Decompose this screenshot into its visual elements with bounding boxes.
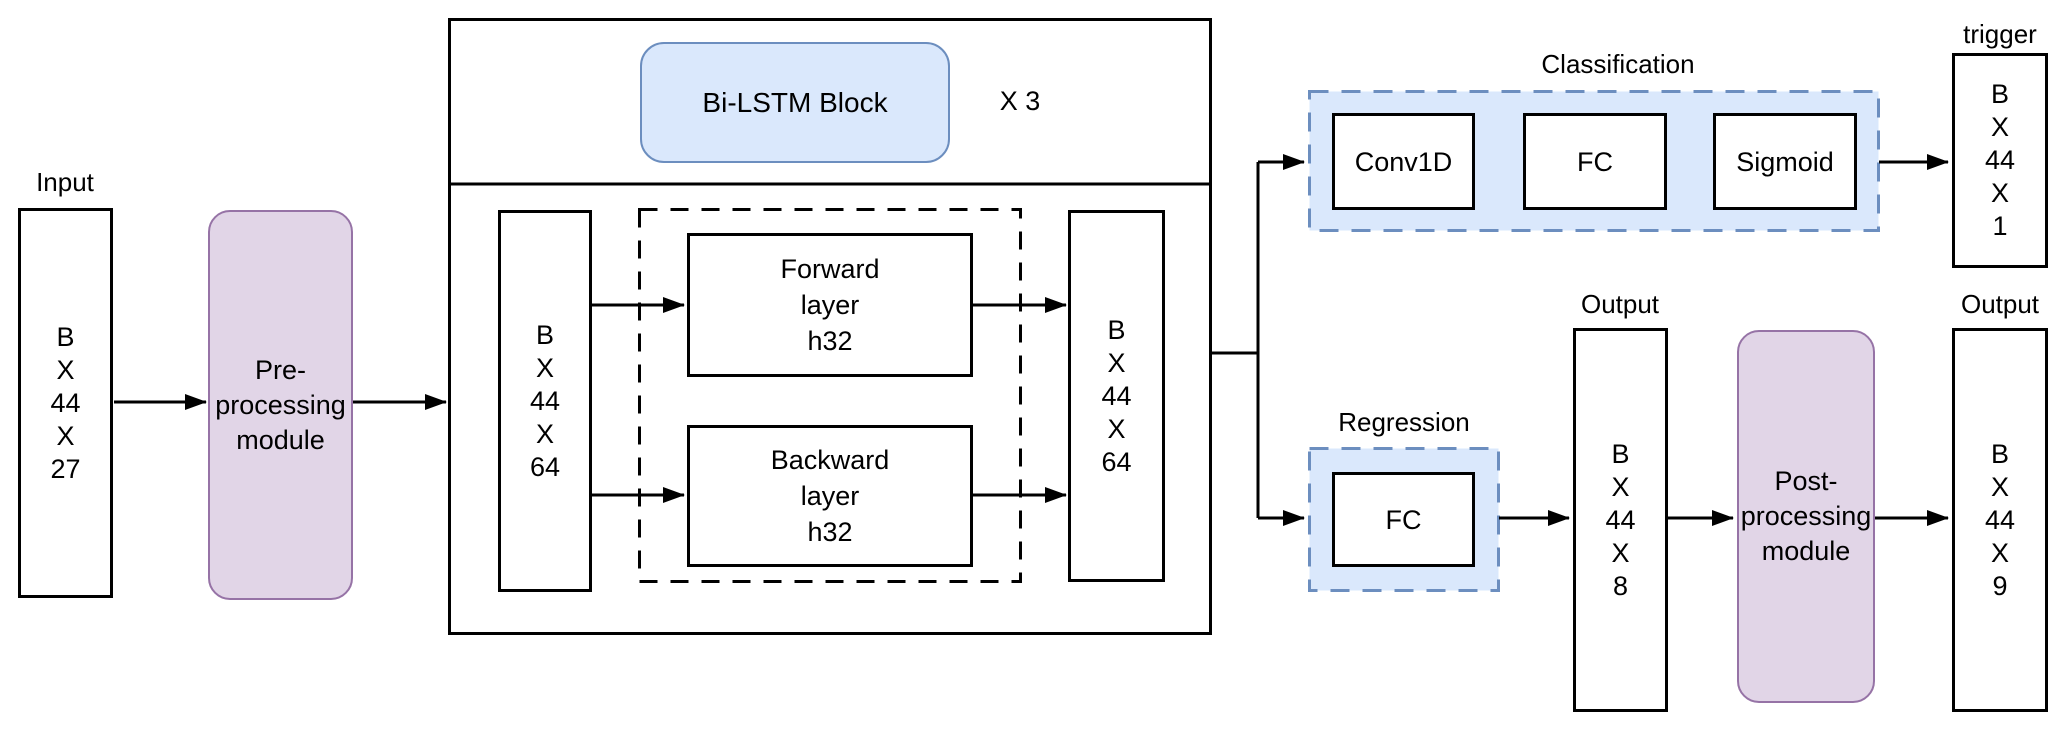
- input-tensor-text: B X 44 X 27: [50, 321, 81, 484]
- postprocessing-module: Post- processing module: [1737, 330, 1875, 703]
- bilstm-container: [448, 18, 1212, 635]
- input-label: Input: [36, 167, 94, 197]
- final-output-tensor-box: B X 44 X 9: [1952, 328, 2048, 712]
- sigmoid-box: Sigmoid: [1713, 113, 1857, 210]
- final-output-tensor-text: B X 44 X 9: [1984, 438, 2016, 601]
- input-tensor-box: B X 44 X 27: [18, 208, 113, 598]
- regression-output-tensor-box: B X 44 X 8: [1573, 328, 1668, 712]
- regression-output-tensor-text: B X 44 X 8: [1605, 438, 1636, 601]
- final-output-label: Output: [1960, 289, 2040, 319]
- regression-label: Regression: [1338, 407, 1470, 437]
- trigger-tensor-text: B X 44 X 1: [1984, 79, 2016, 241]
- backward-layer-box: Backward layer h32: [687, 425, 973, 567]
- bilstm-input-tensor-box: B X 44 X 64: [498, 210, 592, 592]
- forward-layer-box: Forward layer h32: [687, 233, 973, 377]
- bilstm-block: Bi-LSTM Block: [640, 42, 950, 163]
- classification-label: Classification: [1541, 49, 1695, 79]
- bilstm-output-tensor-box: B X 44 X 64: [1068, 210, 1165, 582]
- conv1d-box: Conv1D: [1332, 113, 1475, 210]
- bilstm-output-tensor-text: B X 44 X 64: [1101, 314, 1132, 477]
- trigger-label: trigger: [1963, 19, 2037, 49]
- regression-output-label: Output: [1580, 289, 1660, 319]
- lstm-dashed-group: [638, 208, 1022, 583]
- regression-fc-box: FC: [1332, 472, 1475, 567]
- trigger-tensor-box: B X 44 X 1: [1952, 53, 2048, 268]
- repeat-label: X 3: [999, 86, 1041, 116]
- bilstm-input-tensor-text: B X 44 X 64: [529, 319, 561, 482]
- classification-fc-box: FC: [1523, 113, 1667, 210]
- preprocessing-module: Pre- processing module: [208, 210, 353, 600]
